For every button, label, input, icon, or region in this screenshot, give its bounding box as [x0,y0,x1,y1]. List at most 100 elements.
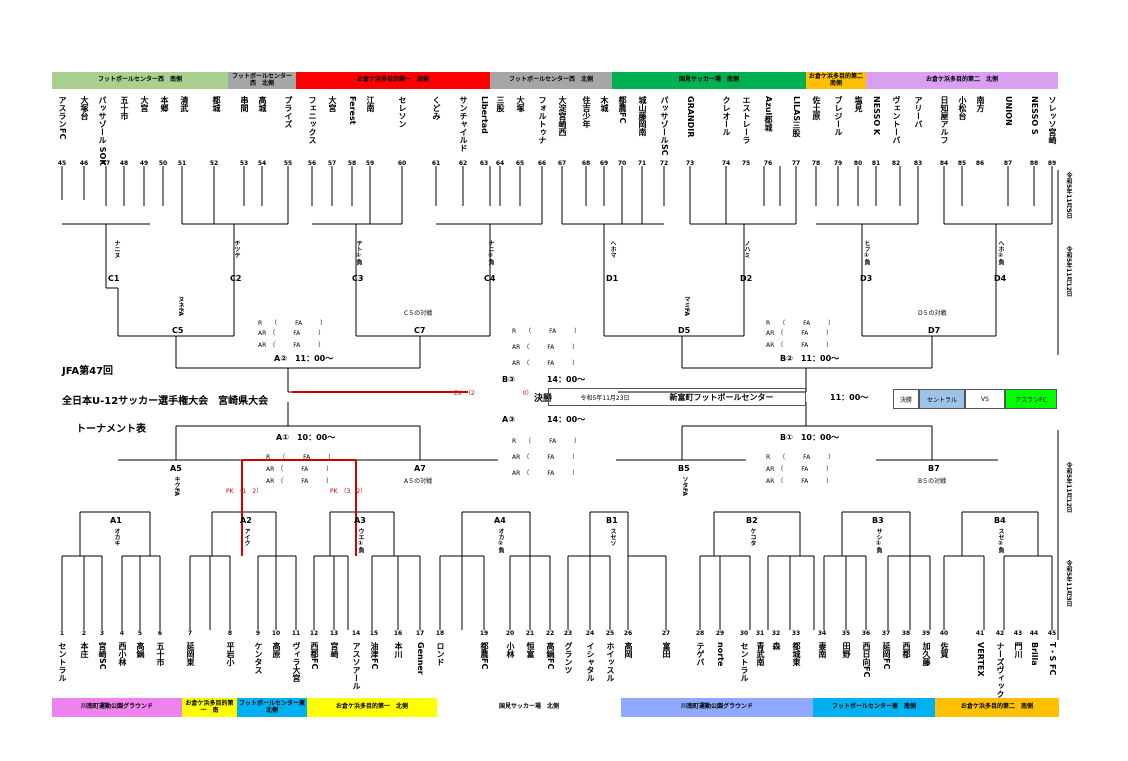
team-48-top[interactable]: 五十市 [120,96,129,120]
team-86-top[interactable]: 南方 [976,96,985,112]
team-15-bottom[interactable]: 油津FC [370,642,379,670]
team-number: 45 [57,160,67,167]
team-19-bottom[interactable]: 都農FC [480,642,489,670]
team-14-bottom[interactable]: アスソアール [352,642,361,690]
team-81-top[interactable]: NESSO K [872,96,881,136]
team-47-top[interactable]: パッサゾール SOK [98,96,107,166]
team-70-top[interactable]: 都農FC [618,96,627,124]
team-9-bottom[interactable]: ケンタス [254,642,263,674]
team-30-bottom[interactable]: セントラル [740,642,749,682]
team-17-bottom[interactable]: Genner [416,642,425,675]
team-number: 8 [227,630,233,637]
team-number: 78 [811,160,821,167]
team-46-top[interactable]: 大塚台 [80,96,89,120]
team-80-top[interactable]: 塩見 [854,96,863,112]
team-69-top[interactable]: 木城 [600,96,609,112]
team-52-top[interactable]: 都城 [212,96,221,112]
team-73-top[interactable]: GRANDIR [686,96,695,138]
team-31-bottom[interactable]: 青武南 [756,642,765,666]
team-65-top[interactable]: 大塚 [516,96,525,112]
team-77-top[interactable]: LILAS三股 [792,96,801,138]
team-75-top[interactable]: エストレーラ [742,96,751,144]
team-74-top[interactable]: クレオール [722,96,731,136]
team-6-bottom[interactable]: 五十市 [156,642,165,666]
team-59-top[interactable]: 江南 [366,96,375,112]
team-78-top[interactable]: 佐土原 [812,96,821,120]
team-40-bottom[interactable]: 佐賀 [940,642,949,658]
team-20-bottom[interactable]: 小林 [506,642,515,658]
team-7-bottom[interactable]: 延岡東 [186,642,195,666]
team-83-top[interactable]: アリーバ [914,96,923,128]
team-44-bottom[interactable]: Brilla [1030,642,1039,666]
team-number: 46 [79,160,89,167]
match-time-b3: B③ 14：00〜 [502,375,586,384]
team-29-bottom[interactable]: norte [716,642,725,667]
team-number: 87 [1003,160,1013,167]
team-number: 52 [209,160,219,167]
team-25-bottom[interactable]: ホイッスル [606,642,615,682]
team-42-bottom[interactable]: ナーズヴィック [996,642,1005,698]
team-87-top[interactable]: UNION [1004,96,1013,126]
block-a3: A3 [354,516,366,525]
team-18-bottom[interactable]: ロンド [436,642,445,666]
team-28-bottom[interactable]: テゲバ [696,642,705,666]
team-50-top[interactable]: 本郷 [160,96,169,112]
team-33-bottom[interactable]: 都城東 [792,642,801,666]
team-85-top[interactable]: 小松台 [958,96,967,120]
team-8-bottom[interactable]: 平岩小 [226,642,235,666]
team-38-bottom[interactable]: 西都 [902,642,911,658]
team-number: 73 [685,160,695,167]
team-1-bottom[interactable]: セントラル [58,642,67,682]
team-89-top[interactable]: ソレッソ宮崎 [1048,96,1057,144]
team-27-bottom[interactable]: 富田 [662,642,671,658]
team-67-top[interactable]: 大淀宮崎西 [558,96,567,136]
team-5-bottom[interactable]: 高鍋 [136,642,145,658]
team-71-top[interactable]: 城山藤岡南 [638,96,647,136]
team-34-bottom[interactable]: 妻南 [818,642,827,658]
team-number: 36 [861,630,871,637]
team-13-bottom[interactable]: 宮崎 [330,642,339,658]
team-63-top[interactable]: Libertad [480,96,489,134]
team-56-top[interactable]: フェニックス [308,96,317,144]
team-21-bottom[interactable]: 恒富 [526,642,535,658]
team-58-top[interactable]: Ferest [348,96,357,125]
team-62-top[interactable]: サンチャイルド [459,96,468,152]
team-60-top[interactable]: セレソン [398,96,407,128]
team-54-top[interactable]: 高城 [258,96,267,112]
team-23-bottom[interactable]: グランツ [564,642,573,674]
team-45-bottom[interactable]: T・S FC [1048,642,1057,676]
team-79-top[interactable]: ブレジール [834,96,843,136]
team-61-top[interactable]: くどみ [432,96,441,120]
team-43-bottom[interactable]: 門川 [1014,642,1023,658]
team-10-bottom[interactable]: 高原 [272,642,281,658]
team-76-top[interactable]: Azul都城 [764,96,773,132]
team-4-bottom[interactable]: 西小林 [118,642,127,666]
team-2-bottom[interactable]: 本庄 [80,642,89,658]
team-35-bottom[interactable]: 田野 [842,642,851,658]
team-68-top[interactable]: 住吉少年 [582,96,591,128]
team-64-top[interactable]: 三股 [496,96,505,112]
team-12-bottom[interactable]: 西都FC [310,642,319,670]
team-24-bottom[interactable]: イシャタル [586,642,595,682]
team-32-bottom[interactable]: 森 [772,642,781,650]
team-11-bottom[interactable]: ヴィラ大宮 [292,642,301,682]
team-82-top[interactable]: ヴェントーバ [892,96,901,144]
team-88-top[interactable]: NESSO S [1030,96,1039,135]
team-57-top[interactable]: 大宮 [328,96,337,112]
team-84-top[interactable]: 日知屋アルフ [940,96,949,144]
team-72-top[interactable]: パッサゾールSC [660,96,669,156]
team-37-bottom[interactable]: 延岡FC [882,642,891,670]
team-39-bottom[interactable]: 加久藤 [922,642,931,666]
team-22-bottom[interactable]: 高鍋FC [546,642,555,670]
team-51-top[interactable]: 清武 [180,96,189,112]
team-45-top[interactable]: アスランFC [58,96,67,140]
team-3-bottom[interactable]: 宮崎SC [98,642,107,670]
team-49-top[interactable]: 大宮 [140,96,149,112]
team-66-top[interactable]: フォルトゥナ [538,96,547,144]
team-53-top[interactable]: 串間 [240,96,249,112]
team-16-bottom[interactable]: 本川 [394,642,403,658]
team-26-bottom[interactable]: 高岡 [624,642,633,658]
team-41-bottom[interactable]: VERTEX [976,642,985,677]
team-36-bottom[interactable]: 西日向FC [862,642,871,678]
team-55-top[interactable]: プライズ [284,96,293,128]
